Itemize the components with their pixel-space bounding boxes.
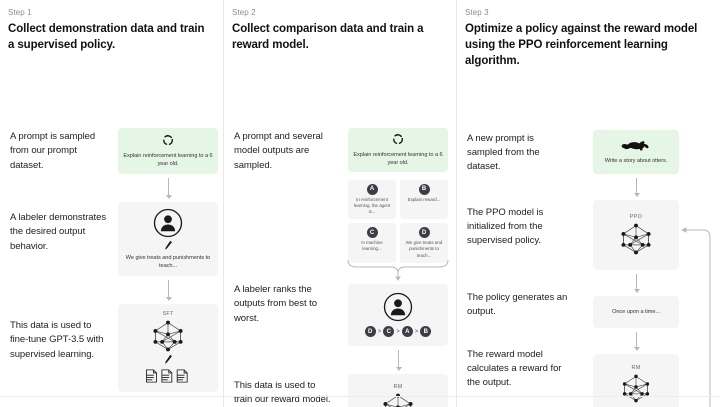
rank-badge-1: D <box>364 326 376 338</box>
step-2-arrow-1 <box>395 349 402 371</box>
neural-network-icon <box>377 392 419 407</box>
option-text: In machine learning... <box>361 240 383 252</box>
step-3-output-node: Once upon a time... <box>593 295 679 328</box>
step-3-column: Step 3 Optimize a policy against the rew… <box>456 0 720 407</box>
step-3-ppo-tag: PPO <box>629 213 643 220</box>
step-3-caption-2: The PPO model is initialized from the su… <box>467 206 544 247</box>
step-3-arrow-2 <box>633 273 640 293</box>
step-3-rm-node: RM <box>593 353 679 407</box>
pencil-icon <box>164 240 173 251</box>
step-2-title: Collect comparison data and train a rewa… <box>232 23 424 51</box>
output-option-b: B Explain reward... <box>400 179 448 220</box>
rank-badge-3: A <box>401 326 413 338</box>
step-1-demo-node: We give treats and punishments to teach.… <box>118 201 218 276</box>
step-3-output-text: Once upon a time... <box>612 308 660 315</box>
step-2-label: Step 2 <box>232 8 256 17</box>
pencil-icon <box>164 354 173 365</box>
option-letter: B <box>418 183 430 195</box>
rank-badge-4: B <box>420 326 432 338</box>
rank-sep-1: > <box>377 328 382 335</box>
step-3-bottom-rule <box>457 396 720 397</box>
documents-icon <box>145 368 191 384</box>
step-3-caption-1: A new prompt is sampled from the dataset… <box>467 132 540 173</box>
step-2-ranking-row: D > C > A > B <box>364 326 432 338</box>
step-1-sft-node: SFT <box>118 303 218 392</box>
output-option-a: A In reinforcement learning, the agent i… <box>348 179 396 220</box>
step-1-caption-1: A prompt is sampled from our prompt data… <box>10 130 96 171</box>
step-1-caption-3: This data is used to fine-tune GPT-3.5 w… <box>10 319 104 360</box>
rank-sep-3: > <box>414 328 419 335</box>
step-1-sft-tag: SFT <box>162 311 174 318</box>
neural-network-icon <box>615 222 657 256</box>
otter-icon <box>621 138 651 152</box>
step-3-caption-3: The policy generates an output. <box>467 291 568 318</box>
step-1-arrow-2 <box>165 279 172 301</box>
step-2-prompt-node: Explain reinforcement learning to a 6 ye… <box>348 127 448 172</box>
recycle-icon <box>161 133 175 147</box>
step-3-caption-4: The reward model calculates a reward for… <box>467 348 562 389</box>
step-2-caption-3: This data is used to train our reward mo… <box>234 379 331 406</box>
step-1-title: Collect demonstration data and train a s… <box>8 23 205 51</box>
option-text: We give treats and punishments to teach.… <box>405 240 443 258</box>
step-2-brace-icon <box>346 258 450 282</box>
output-option-c: C In machine learning... <box>348 223 396 263</box>
option-letter: C <box>366 227 378 239</box>
rank-badge-2: C <box>383 326 395 338</box>
step-2-column: Step 2 Collect comparison data and train… <box>223 0 456 407</box>
neural-network-icon <box>617 373 655 404</box>
step-3-arrow-3 <box>633 331 640 351</box>
step-1-bottom-rule <box>0 396 223 397</box>
step-3-ppo-node: PPO <box>593 199 679 270</box>
step-2-outputs-grid: A In reinforcement learning, the agent i… <box>348 179 448 263</box>
step-3-prompt-node: Write a story about otters. <box>593 129 679 174</box>
step-1-column: Step 1 Collect demonstration data and tr… <box>0 0 223 407</box>
option-text: In reinforcement learning, the agent is.… <box>353 196 391 215</box>
neural-network-icon <box>147 319 189 353</box>
step-1-prompt-text: Explain reinforcement learning to a 6 ye… <box>123 153 213 168</box>
step-2-caption-1: A prompt and several model outputs are s… <box>234 130 323 171</box>
recycle-icon <box>391 132 405 146</box>
labeler-icon <box>153 208 183 238</box>
step-3-title: Optimize a policy against the reward mod… <box>465 23 698 67</box>
step-1-caption-2: A labeler demonstrates the desired outpu… <box>10 211 107 252</box>
rank-sep-2: > <box>396 328 400 335</box>
step-2-rm-tag: RM <box>393 384 403 391</box>
step-2-prompt-text: Explain reinforcement learning to a 6 ye… <box>353 152 443 167</box>
step-2-caption-2: A labeler ranks the outputs from best to… <box>234 283 317 324</box>
step-3-label: Step 3 <box>465 8 489 17</box>
step-1-arrow-1 <box>165 177 172 199</box>
option-text: Explain reward... <box>407 196 441 202</box>
step-3-feedback-loop-arrow <box>679 212 715 407</box>
step-1-label: Step 1 <box>8 8 32 17</box>
step-2-bottom-rule <box>224 396 456 397</box>
step-1-demo-text: We give treats and punishments to teach.… <box>125 254 211 269</box>
step-2-rm-node: RM <box>348 373 448 407</box>
step-3-arrow-1 <box>633 177 640 197</box>
step-2-rank-node: D > C > A > B <box>348 283 448 346</box>
output-option-d: D We give treats and punishments to teac… <box>400 223 448 263</box>
option-letter: D <box>418 227 430 239</box>
step-1-prompt-node: Explain reinforcement learning to a 6 ye… <box>118 127 218 174</box>
step-3-rm-tag: RM <box>631 365 641 372</box>
labeler-icon <box>383 292 413 322</box>
step-3-prompt-text: Write a story about otters. <box>604 158 668 165</box>
option-letter: A <box>366 183 378 195</box>
